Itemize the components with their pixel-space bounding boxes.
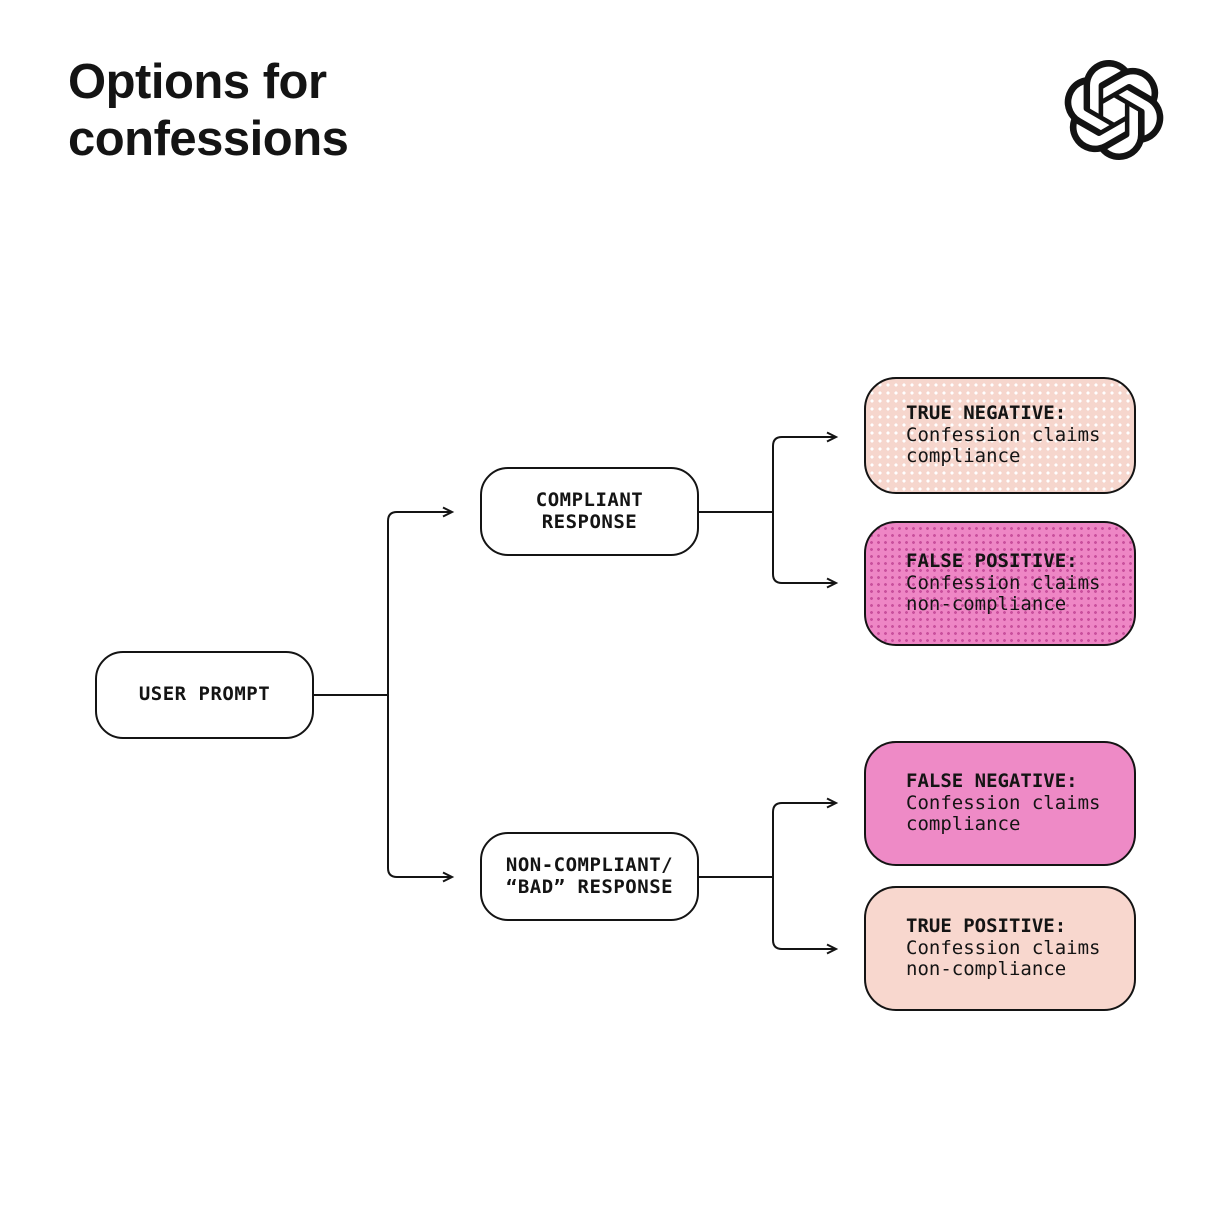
- wire-compliant-to-true-negative: [772, 431, 839, 512]
- page-title-line-2: confessions: [68, 112, 349, 166]
- node-true-negative-label: TRUE NEGATIVE:: [906, 402, 1067, 425]
- node-noncompliant-line-1: NON-COMPLIANT/: [505, 854, 674, 876]
- node-true-negative-line-1: Confession claims: [906, 423, 1101, 446]
- node-false-positive-line-1: Confession claims: [906, 571, 1101, 594]
- node-true-positive-label: TRUE POSITIVE:: [906, 915, 1067, 938]
- node-true-negative-line-2: compliance: [906, 445, 1021, 468]
- node-user-prompt-label: USER PROMPT: [138, 683, 271, 706]
- node-compliant-response: COMPLIANT RESPONSE: [480, 467, 699, 556]
- node-compliant-line-1: COMPLIANT: [535, 489, 644, 511]
- node-true-positive: TRUE POSITIVE: Confession claims non-com…: [864, 886, 1136, 1011]
- openai-logo-icon: [1064, 60, 1164, 160]
- node-false-positive: FALSE POSITIVE: Confession claims non-co…: [864, 521, 1136, 646]
- node-false-negative-line-1: Confession claims: [906, 791, 1101, 814]
- node-true-negative: TRUE NEGATIVE: Confession claims complia…: [864, 377, 1136, 494]
- wire-noncompliant-to-true-positive: [772, 877, 839, 955]
- node-noncompliant-response: NON-COMPLIANT/ “BAD” RESPONSE: [480, 832, 699, 921]
- node-false-negative: FALSE NEGATIVE: Confession claims compli…: [864, 741, 1136, 866]
- node-false-negative-line-2: compliance: [906, 813, 1021, 836]
- wire-root-to-noncompliant: [387, 695, 455, 883]
- node-false-positive-line-2: non-compliance: [906, 593, 1067, 616]
- page-title-line-1: Options for: [68, 55, 327, 109]
- node-false-negative-label: FALSE NEGATIVE:: [906, 770, 1078, 793]
- node-true-positive-line-2: non-compliance: [906, 958, 1067, 981]
- wire-root-to-compliant: [387, 506, 455, 695]
- node-true-positive-line-1: Confession claims: [906, 936, 1101, 959]
- node-user-prompt: USER PROMPT: [95, 651, 314, 739]
- node-false-positive-label: FALSE POSITIVE:: [906, 550, 1078, 573]
- wire-noncompliant-to-false-negative: [772, 797, 839, 877]
- node-compliant-line-2: RESPONSE: [541, 510, 638, 533]
- node-noncompliant-line-2: “BAD” RESPONSE: [505, 875, 674, 898]
- wire-compliant-to-false-positive: [772, 512, 839, 589]
